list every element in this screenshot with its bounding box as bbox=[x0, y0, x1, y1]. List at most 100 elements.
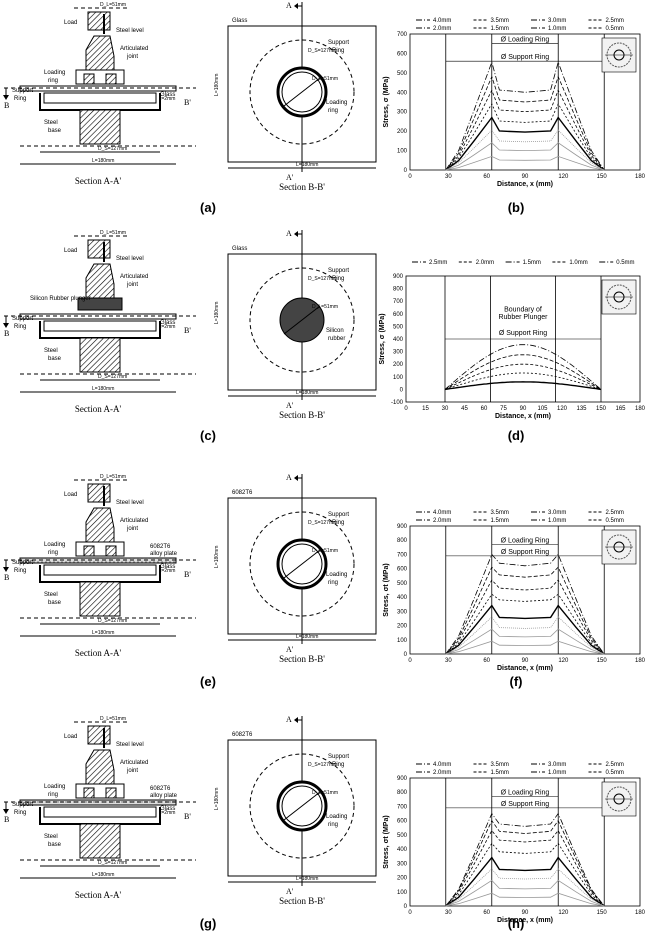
legend-h-2: 3.0mm bbox=[548, 762, 566, 768]
xtick-f-30: 30 bbox=[445, 658, 452, 664]
xtick-d-120: 120 bbox=[557, 406, 568, 412]
legend-f-3: 2.5mm bbox=[606, 510, 624, 516]
ytick-f-200: 200 bbox=[397, 624, 408, 630]
label-b-prime: B' bbox=[184, 812, 191, 821]
xtick-d-75: 75 bbox=[500, 406, 507, 412]
series-f-1 bbox=[445, 566, 605, 655]
plot-frame-f bbox=[409, 525, 641, 655]
series-d-1 bbox=[444, 354, 602, 390]
section-label-aa: Section A-A' bbox=[75, 648, 122, 658]
label-alloy-plate: alloy plate bbox=[150, 793, 178, 799]
label-bb-inner: Loading bbox=[326, 572, 347, 578]
label-a-prime: A' bbox=[286, 887, 294, 896]
xtick-f-60: 60 bbox=[483, 658, 490, 664]
label-b: B bbox=[4, 329, 9, 338]
series-h-7 bbox=[445, 892, 605, 907]
label-steel-level: Steel level bbox=[116, 742, 144, 748]
dim-bb-ds: D_S=127mm bbox=[308, 276, 337, 282]
dim-bb-ds: D_S=127mm bbox=[308, 520, 337, 526]
label-loading: Loading bbox=[44, 542, 65, 548]
label-steel: Steel bbox=[44, 348, 58, 354]
xtick-d-150: 150 bbox=[596, 406, 607, 412]
label-support: Support bbox=[12, 560, 33, 566]
label-b-prime: B' bbox=[184, 570, 191, 579]
dim-bb-dl: D_L=51mm bbox=[312, 548, 338, 554]
series-h-5 bbox=[445, 868, 605, 907]
legend-f-5: 1.5mm bbox=[491, 518, 509, 524]
legend-f-4: 2.0mm bbox=[433, 518, 451, 524]
label-bb-ring: Ring bbox=[332, 762, 344, 768]
label-base: base bbox=[48, 128, 62, 134]
legend-h-3: 2.5mm bbox=[606, 762, 624, 768]
ytick-h-400: 400 bbox=[397, 847, 408, 853]
ytick-h-900: 900 bbox=[397, 776, 408, 782]
section-label-aa: Section A-A' bbox=[75, 404, 122, 414]
annot-h-1: Ø Support Ring bbox=[501, 801, 549, 808]
label-load: Load bbox=[64, 20, 77, 26]
xlabel-f: Distance, x (mm) bbox=[497, 665, 553, 672]
chart-f bbox=[409, 511, 641, 655]
section-aa-1 bbox=[3, 235, 196, 393]
legend-h-5: 1.5mm bbox=[491, 770, 509, 776]
label-bb-inner: Loading bbox=[326, 100, 347, 106]
dim-bb-l: L=180mm bbox=[296, 876, 318, 882]
ytick-b-100: 100 bbox=[397, 149, 408, 155]
label-plate: 6082T6 bbox=[232, 490, 253, 496]
ylabel-d: Stress, σ (MPa) bbox=[379, 313, 386, 364]
section-label-aa: Section A-A' bbox=[75, 176, 122, 186]
label-a: A bbox=[286, 715, 292, 724]
ytick-d-300: 300 bbox=[393, 350, 404, 356]
xtick-d-30: 30 bbox=[442, 406, 449, 412]
ytick-f-600: 600 bbox=[397, 567, 408, 573]
legend-h-0: 4.0mm bbox=[433, 762, 451, 768]
label-bb-inner2: ring bbox=[328, 580, 338, 586]
annot-h-0: Ø Loading Ring bbox=[501, 789, 550, 796]
legend-d-2: 1.5mm bbox=[523, 260, 541, 266]
label-articulated: Articulated bbox=[120, 760, 148, 766]
label-a: A bbox=[286, 473, 292, 482]
ytick-f-900: 900 bbox=[397, 524, 408, 530]
panel-letter-h: (h) bbox=[508, 916, 525, 931]
annot-d-0b: Rubber Plunger bbox=[498, 314, 548, 321]
xtick-b-30: 30 bbox=[445, 174, 452, 180]
section-bb-1 bbox=[227, 230, 377, 400]
series-d-4 bbox=[444, 381, 602, 391]
dim-bb-dl: D_L=51mm bbox=[312, 790, 338, 796]
label-steel: Steel bbox=[44, 592, 58, 598]
panel-letter-b: (b) bbox=[508, 200, 525, 215]
annot-f-0: Ø Loading Ring bbox=[501, 537, 550, 544]
label-plate: 6082T6 bbox=[232, 732, 253, 738]
section-label-bb: Section B-B' bbox=[279, 654, 325, 664]
annot-f-1: Ø Support Ring bbox=[501, 549, 549, 556]
label-bb-support: Support bbox=[328, 40, 349, 46]
ytick-h-600: 600 bbox=[397, 819, 408, 825]
label-silicon-plunger: Silicon Rubber plunger bbox=[30, 296, 91, 302]
ytick-d-400: 400 bbox=[393, 337, 404, 343]
dim-ds: D_S=127mm bbox=[98, 618, 127, 624]
label-support-ring: Ring bbox=[14, 324, 26, 330]
series-d-2 bbox=[444, 363, 602, 390]
ytick-d-900: 900 bbox=[393, 274, 404, 280]
legend-b-0: 4.0mm bbox=[433, 18, 451, 24]
xtick-d-0: 0 bbox=[404, 406, 408, 412]
panel-letter-d: (d) bbox=[508, 428, 525, 443]
panel-letter-f: (f) bbox=[510, 674, 523, 689]
series-f-7 bbox=[445, 640, 605, 655]
label-bb-support: Support bbox=[328, 512, 349, 518]
label-bb-ring: Ring bbox=[332, 276, 344, 282]
legend-b-6: 1.0mm bbox=[548, 26, 566, 32]
ytick-h-100: 100 bbox=[397, 890, 408, 896]
xlabel-h: Distance, x (mm) bbox=[497, 917, 553, 924]
label-support-ring: Ring bbox=[14, 810, 26, 816]
series-h-0 bbox=[445, 812, 605, 907]
label-base: base bbox=[48, 842, 62, 848]
panel-letter-e: (e) bbox=[200, 674, 216, 689]
legend-f-7: 0.5mm bbox=[606, 518, 624, 524]
ylabel-b: Stress, σ (MPa) bbox=[383, 76, 390, 127]
series-f-0 bbox=[445, 553, 605, 655]
label-support-ring: Ring bbox=[14, 568, 26, 574]
xtick-d-105: 105 bbox=[537, 406, 548, 412]
legend-f-2: 3.0mm bbox=[548, 510, 566, 516]
label-loading: Loading bbox=[44, 70, 65, 76]
label-bb-inner: Silicon bbox=[326, 328, 344, 334]
